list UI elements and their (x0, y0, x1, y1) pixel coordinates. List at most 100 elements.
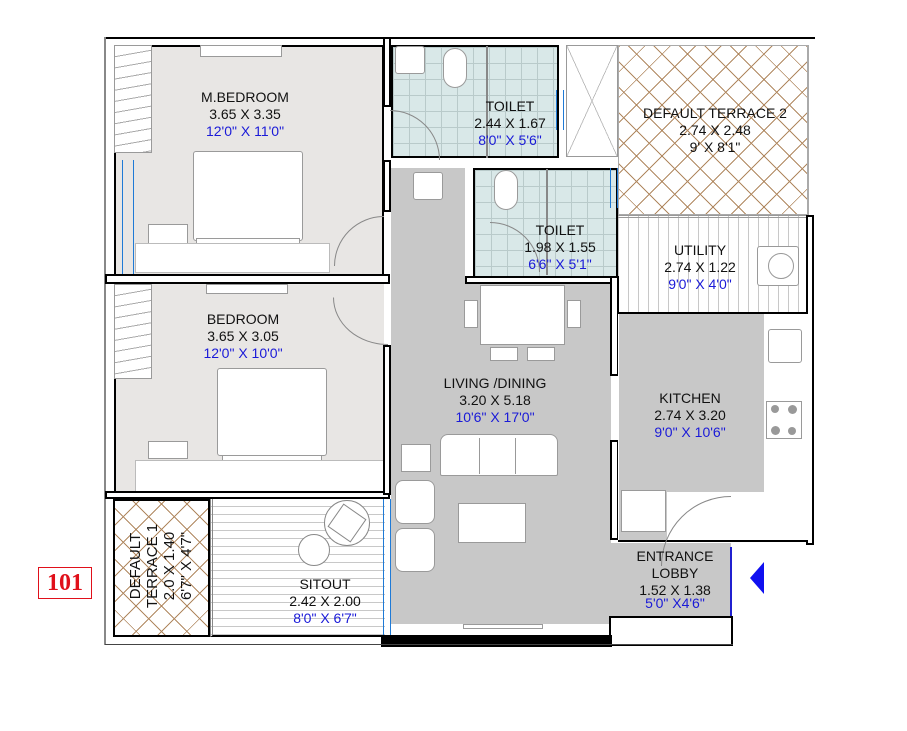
bench-master (135, 243, 330, 273)
room-imperial: 8'0" X 5'6" (478, 132, 542, 148)
ac-unit-bedroom (206, 284, 288, 294)
refrigerator (621, 490, 666, 532)
label-toilet-2: TOILET 1.98 X 1.55 6'6" X 5'1" (505, 222, 615, 273)
wall-right-master (383, 37, 391, 107)
window-sitout[interactable] (383, 499, 391, 639)
room-name: SITOUT (299, 576, 351, 592)
room-name: M.BEDROOM (201, 89, 289, 105)
wc-toilet-2 (494, 170, 518, 210)
lobby-right-edge (730, 547, 732, 617)
duct-shaft (566, 45, 618, 157)
room-imperial: 9'0" X 10'6" (654, 424, 726, 440)
room-metric: 1.98 X 1.55 (524, 239, 596, 255)
room-imperial: 8'0" X 6'7" (293, 610, 357, 626)
room-imperial: 6'6" X 5'1" (528, 256, 592, 272)
armchair-1 (395, 480, 435, 524)
side-table-bedroom (148, 441, 188, 459)
burner-4 (788, 427, 796, 435)
wall-right-master-2 (383, 160, 391, 212)
room-name: KITCHEN (659, 390, 721, 406)
wall-right-bedroom (383, 345, 391, 495)
wall-lobby-bottom (609, 616, 733, 646)
label-bedroom: BEDROOM 3.65 X 3.05 12'0" X 10'0" (168, 311, 318, 362)
room-metric: 3.65 X 3.05 (207, 328, 279, 344)
label-kitchen: KITCHEN 2.74 X 3.20 9'0" X 10'6" (615, 390, 765, 441)
bed-master (193, 151, 303, 241)
label-terrace-1-rotated: DEFAULT TERRACE 1 2.0 X 1.40 6'7" X 4'7" (127, 496, 195, 636)
room-default-terrace-1 (113, 499, 210, 637)
room-metric: 2.44 X 1.67 (474, 115, 546, 131)
label-terrace-2: DEFAULT TERRACE 2 2.74 X 2.48 9' X 8'1" (615, 105, 815, 156)
room-name: TOILET (535, 222, 585, 238)
shower-partition-toilet-2 (546, 169, 548, 275)
room-name-line-1: DEFAULT (127, 532, 144, 600)
room-imperial: 9' X 8'1" (689, 139, 741, 155)
room-name-line-2: LOBBY (651, 565, 699, 581)
room-name: LIVING /DINING (443, 375, 547, 391)
dining-chair-right (567, 300, 581, 328)
room-metric: 2.42 X 2.00 (289, 593, 361, 609)
outer-wall-left (104, 37, 106, 645)
sofa-seat-divider-2 (515, 438, 516, 474)
label-utility: UTILITY 2.74 X 1.22 9'0" X 4'0" (625, 242, 775, 293)
outer-wall-top (105, 37, 815, 39)
ac-unit-master (200, 45, 282, 57)
wall-toilet2-bottom (465, 276, 618, 284)
wash-basin-toilet-1 (395, 46, 425, 74)
washing-machine-drum (768, 253, 794, 279)
room-name-line-1: ENTRANCE (636, 548, 714, 564)
wall-bottom-thick (381, 635, 612, 647)
tv-unit (463, 624, 543, 629)
dining-table (480, 285, 565, 345)
room-imperial: 12'0" X 11'0" (205, 123, 285, 139)
unit-number: 101 (47, 570, 83, 596)
dining-chair-bottom-1 (490, 347, 518, 361)
label-toilet-1: TOILET 2.44 X 1.67 8'0" X 5'6" (440, 98, 580, 149)
sofa-3-seater (440, 434, 558, 476)
room-imperial: 5'0" X4'6" (645, 595, 705, 611)
wall-bedroom-divider (105, 274, 390, 284)
side-table-master (148, 224, 188, 244)
entry-arrow-icon (750, 562, 764, 594)
room-metric: 2.0 X 1.40 (161, 531, 178, 601)
room-metric: 2.74 X 1.22 (664, 259, 736, 275)
kitchen-floor (619, 314, 764, 492)
room-imperial: 10'6" X 17'0" (455, 409, 535, 425)
burner-3 (771, 426, 780, 435)
label-sitout: SITOUT 2.42 X 2.00 8'0" X 6'7" (255, 576, 395, 627)
wall-bottom-line (105, 644, 733, 645)
terrace-2-edge (808, 45, 816, 215)
dining-chair-bottom-2 (527, 347, 555, 361)
room-metric: 1.52 X 1.38 (639, 582, 711, 598)
bench-bedroom (135, 460, 385, 492)
room-name: TOILET (485, 98, 535, 114)
room-imperial: 9'0" X 4'0" (668, 276, 732, 292)
kitchen-sink (768, 329, 802, 363)
label-master-bedroom: M.BEDROOM 3.65 X 3.35 12'0" X 11'0" (170, 89, 320, 140)
coffee-table (458, 503, 526, 543)
wc-toilet-1 (443, 48, 467, 88)
window-toilet-1[interactable] (556, 90, 564, 130)
wall-lower-bedroom (105, 491, 390, 499)
room-imperial: 12'0" X 10'0" (203, 345, 283, 361)
room-name-line-2: TERRACE 1 (144, 523, 161, 609)
room-metric: 2.74 X 3.20 (654, 407, 726, 423)
burner-2 (788, 405, 797, 414)
wardrobe-bedroom (114, 284, 152, 379)
sofa-seat-divider-1 (479, 438, 480, 474)
room-metric: 3.65 X 3.35 (209, 106, 281, 122)
room-metric: 2.74 X 2.48 (679, 122, 751, 138)
burner-1 (771, 405, 779, 413)
window-toilet-2[interactable] (610, 168, 618, 208)
sitout-table (298, 534, 330, 566)
window-master-left[interactable] (122, 160, 134, 275)
dining-chair-left (464, 300, 478, 328)
room-metric: 3.20 X 5.18 (459, 392, 531, 408)
room-default-terrace-2 (618, 45, 808, 215)
room-imperial: 6'7" X 4'7" (178, 531, 195, 601)
label-living-dining: LIVING /DINING 3.20 X 5.18 10'6" X 17'0" (420, 375, 570, 426)
shower-partition-toilet-1 (486, 46, 488, 158)
label-entrance-lobby: ENTRANCE LOBBY 1.52 X 1.38 5'0" X4'6" (600, 548, 750, 612)
wash-basin-wash-area (413, 172, 443, 200)
